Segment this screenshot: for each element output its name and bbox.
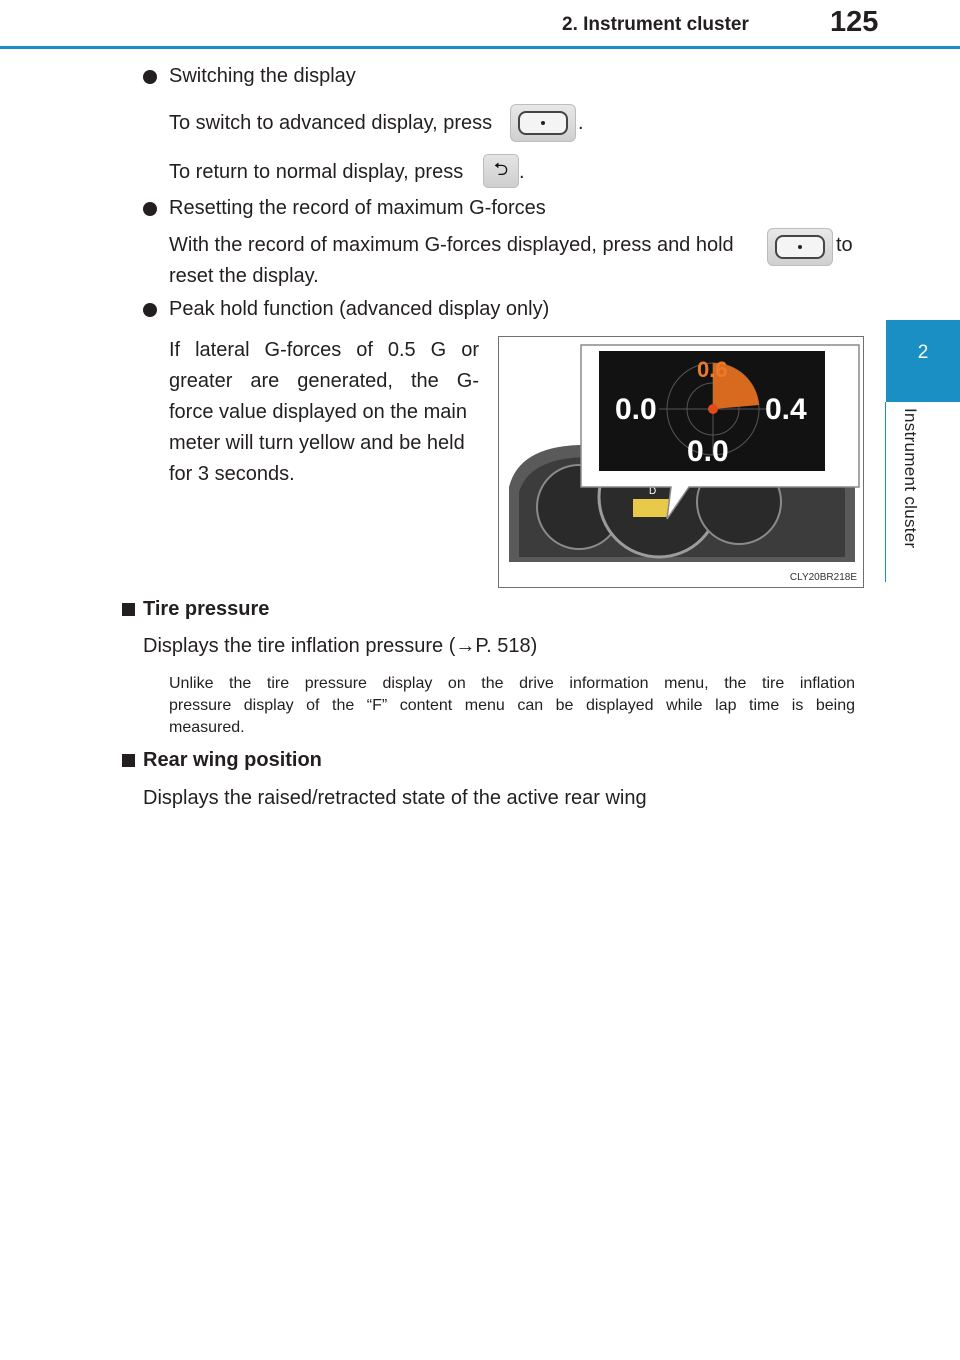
back-arrow-icon: ⮌ — [483, 154, 519, 188]
resetting-line1-end: to — [836, 234, 853, 256]
tire-pressure-note-1: Unlike the tire pressure display on the … — [169, 675, 855, 692]
cluster-drawing: D 0.6 0.0 0.4 0.0 — [509, 344, 860, 562]
switching-line1: To switch to advanced display, press — [169, 112, 493, 134]
chapter-tab: 2 — [886, 320, 960, 402]
g-force-top-readout: 0.6 — [697, 357, 728, 382]
header-rule — [0, 46, 960, 49]
peak-hold-line-2: greater are generated, the G- — [169, 370, 479, 392]
bullet-icon — [143, 70, 157, 84]
peak-hold-line-4: meter will turn yellow and be held — [169, 432, 465, 454]
tire-pressure-note-3: measured. — [169, 719, 245, 736]
rear-wing-line: Displays the raised/retracted state of t… — [143, 787, 647, 809]
switching-heading: Switching the display — [169, 65, 356, 87]
display-button-icon — [510, 104, 576, 142]
section-square-icon — [122, 754, 135, 767]
peak-hold-heading: Peak hold function (advanced display onl… — [169, 298, 550, 320]
section-square-icon — [122, 603, 135, 616]
figure-code: CLY20BR218E — [789, 572, 857, 583]
tire-pressure-line: Displays the tire inflation pressure (→P… — [143, 635, 538, 657]
switching-line1-end: . — [578, 112, 584, 134]
g-force-sector — [713, 362, 759, 409]
chapter-side-rule — [885, 402, 886, 582]
section-title: 2. Instrument cluster — [562, 14, 749, 35]
tire-pressure-note-2: pressure display of the “F” content menu… — [169, 697, 855, 714]
peak-hold-line-3: force value displayed on the main — [169, 401, 467, 423]
chapter-label: Instrument cluster — [901, 408, 920, 549]
page-number: 125 — [830, 6, 879, 38]
display-button-icon — [767, 228, 833, 266]
g-force-left-readout: 0.0 — [615, 393, 657, 426]
chapter-number: 2 — [917, 342, 929, 363]
bullet-icon — [143, 202, 157, 216]
switching-line2: To return to normal display, press — [169, 161, 464, 183]
gear-indicator: D — [649, 486, 656, 497]
highlighted-value-box — [633, 499, 669, 517]
resetting-line1: With the record of maximum G-forces disp… — [169, 234, 734, 256]
tire-pressure-heading: Tire pressure — [143, 598, 270, 620]
peak-hold-line-5: for 3 seconds. — [169, 463, 295, 485]
rear-wing-heading: Rear wing position — [143, 749, 322, 771]
resetting-line2: reset the display. — [169, 265, 319, 287]
bullet-icon — [143, 303, 157, 317]
resetting-heading: Resetting the record of maximum G-forces — [169, 197, 546, 219]
g-force-bottom-readout: 0.0 — [687, 435, 729, 468]
switching-line2-end: . — [519, 161, 525, 183]
g-force-dot — [708, 404, 718, 414]
instrument-cluster-illustration: D 0.6 0.0 0.4 0.0 CLY20BR218E — [498, 336, 864, 588]
peak-hold-line-1: If lateral G-forces of 0.5 G or — [169, 339, 479, 361]
g-force-right-readout: 0.4 — [765, 393, 807, 426]
